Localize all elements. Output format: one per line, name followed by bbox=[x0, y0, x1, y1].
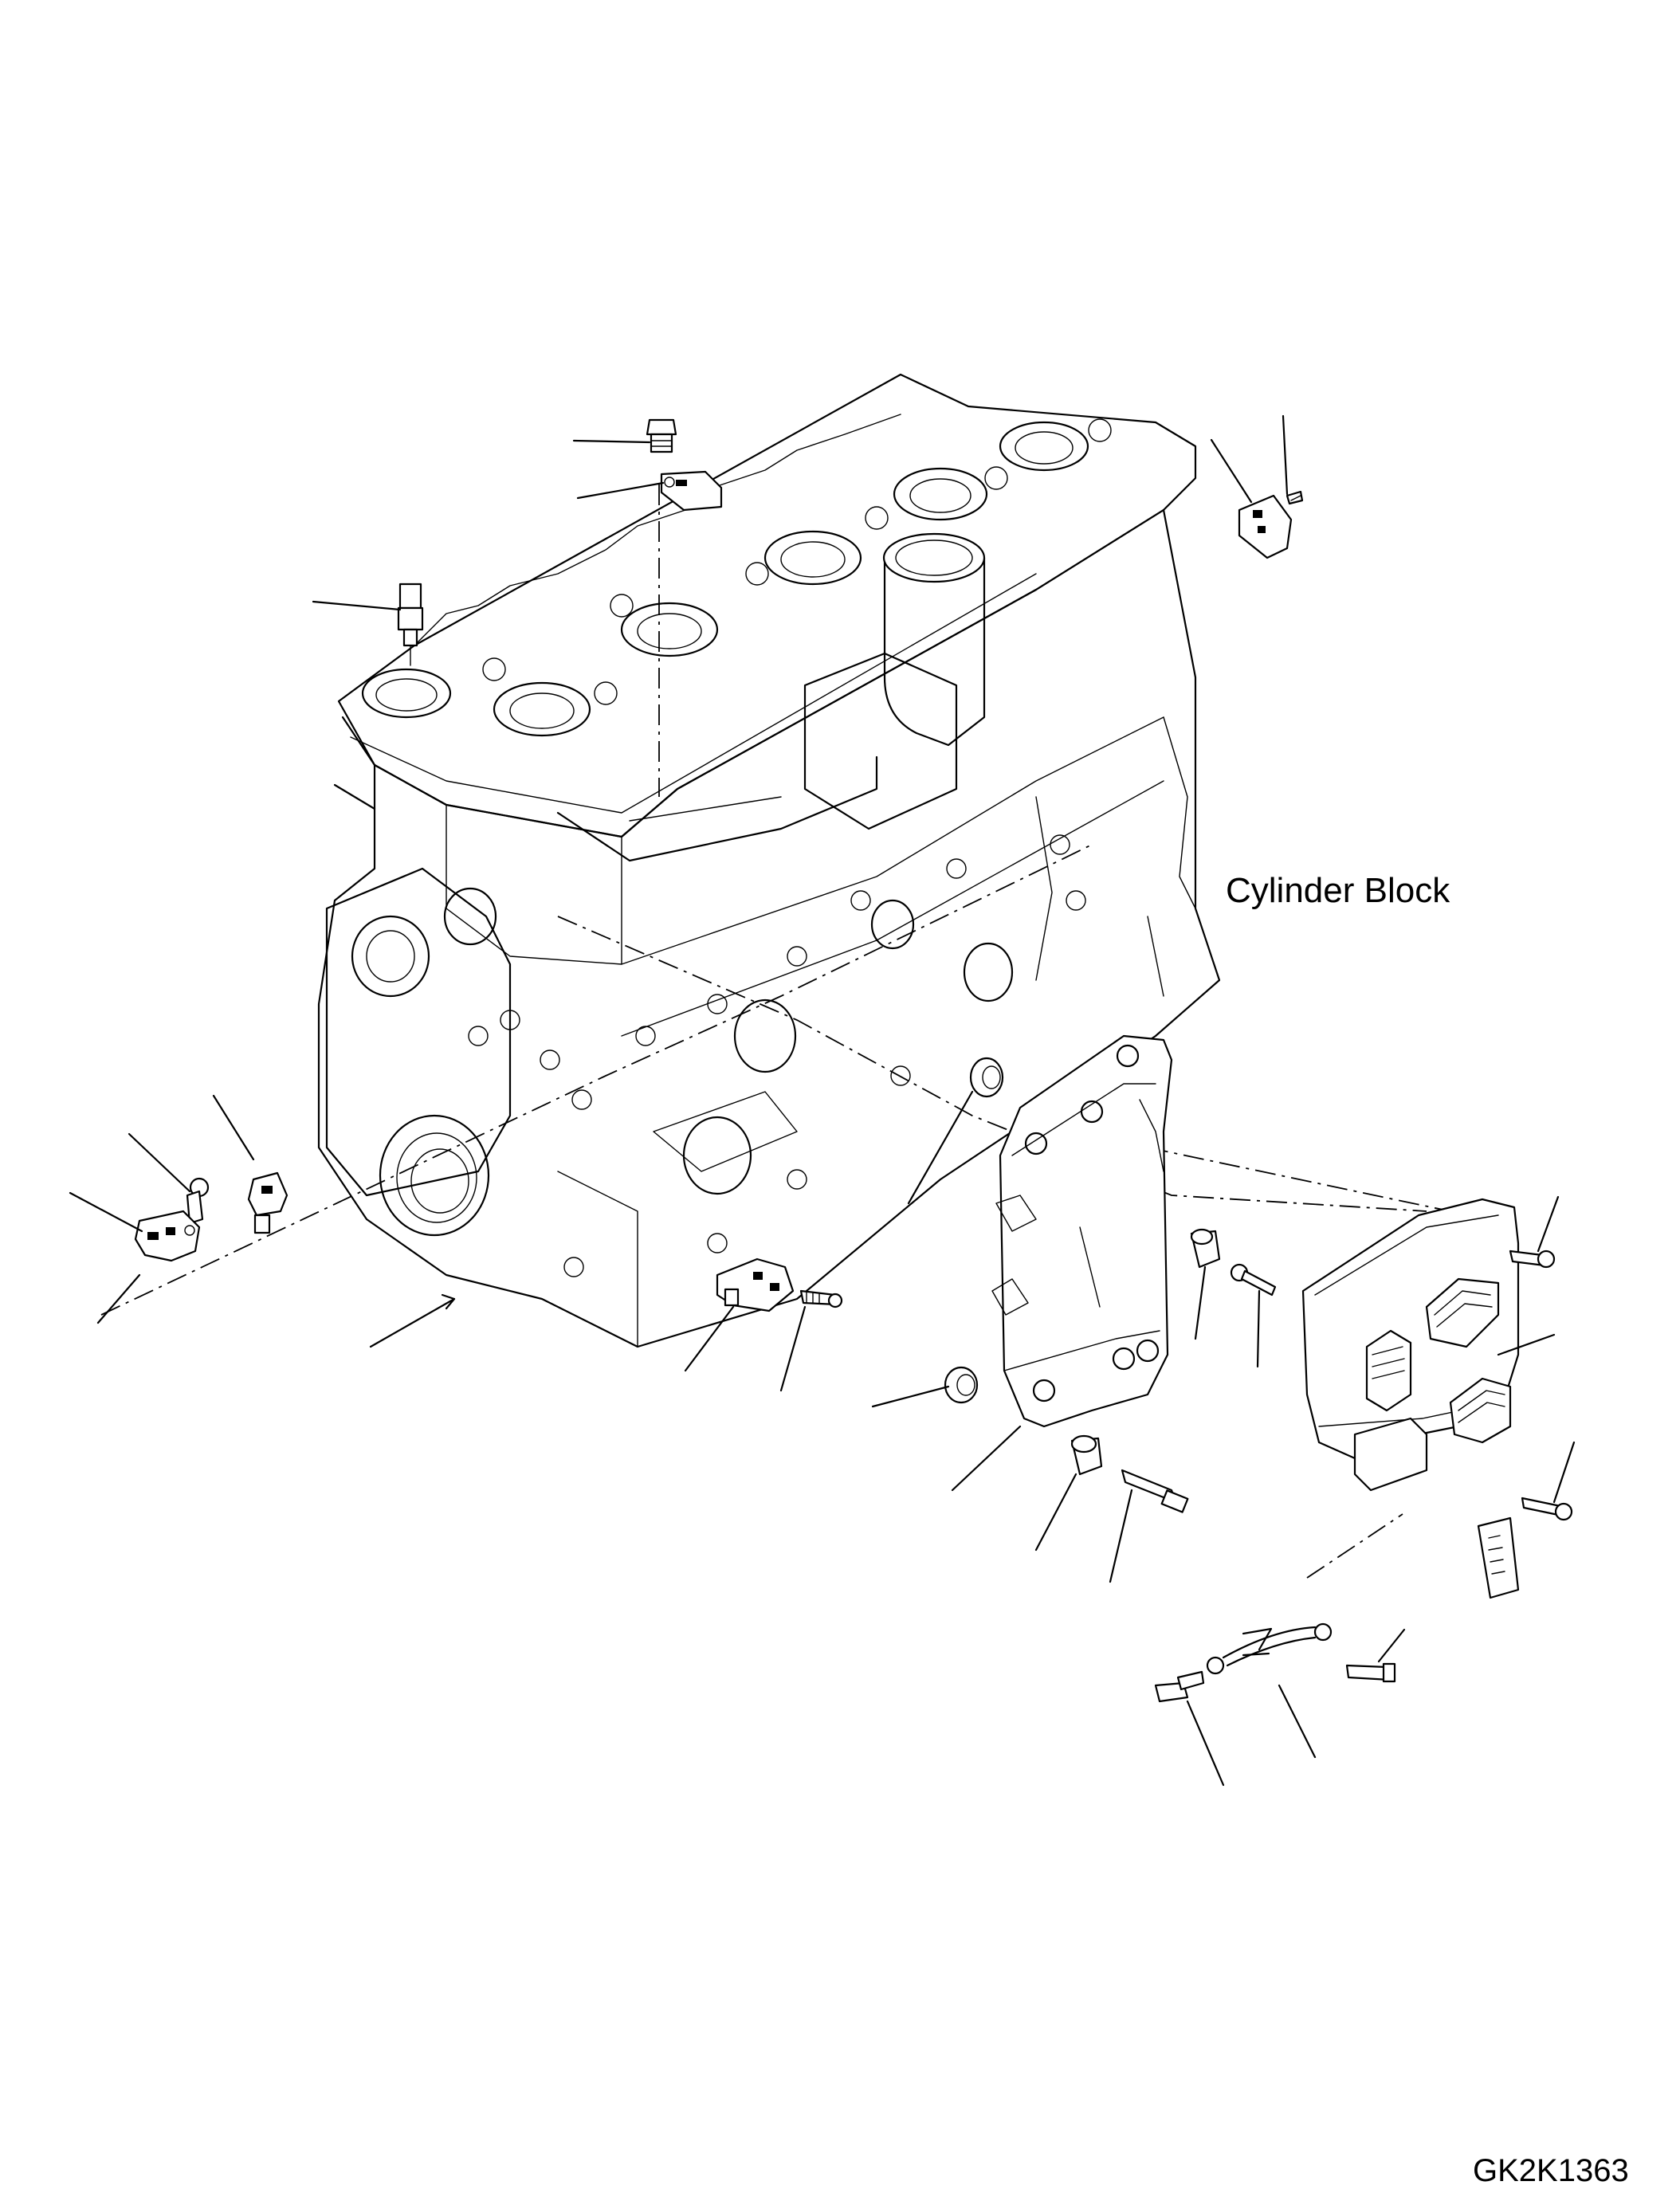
grommet-upper-left bbox=[969, 1057, 1004, 1098]
rear-head-sensor bbox=[1238, 490, 1304, 559]
ecm-connector-middle bbox=[1365, 1329, 1412, 1412]
crank-sensor-bolt bbox=[186, 1177, 210, 1225]
crankshaft-front-seal bbox=[379, 1114, 490, 1237]
strap-stud bbox=[1345, 1662, 1396, 1683]
head-bolt bbox=[646, 418, 677, 453]
cylinder-block bbox=[317, 508, 1221, 1348]
coolant-temperature-sensor bbox=[397, 583, 424, 666]
ecm-connector-top bbox=[1425, 1277, 1500, 1348]
ecm-mounting-plate bbox=[991, 1034, 1173, 1428]
ecm-bolt-top bbox=[1509, 1250, 1556, 1269]
oil-pressure-sensor bbox=[247, 1171, 289, 1234]
ground-strap bbox=[1206, 1622, 1333, 1675]
assembly-centerlines bbox=[100, 485, 1451, 1579]
ecm-connector-bottom bbox=[1449, 1377, 1512, 1444]
camshaft-sensor-bolt bbox=[799, 1289, 843, 1308]
thermostat-housing bbox=[803, 532, 986, 830]
plate-bolt-upper bbox=[1230, 1263, 1277, 1297]
drawing-code-label: GK2K1363 bbox=[1473, 2153, 1629, 2188]
crank-position-sensor bbox=[134, 1210, 201, 1262]
head-sensor-bracket bbox=[660, 470, 723, 512]
block-bosses bbox=[468, 834, 1086, 1277]
ecm-label-plate bbox=[1477, 1516, 1520, 1599]
grommet-lower-left bbox=[944, 1366, 979, 1404]
head-ports bbox=[361, 418, 1112, 737]
spacer-bottom bbox=[1070, 1434, 1103, 1476]
cylinder-head bbox=[337, 373, 1197, 862]
strap-bolt bbox=[1154, 1670, 1205, 1703]
plate-bolt-lower bbox=[1121, 1469, 1189, 1513]
camshaft-position-sensor bbox=[716, 1257, 795, 1312]
spacer-right bbox=[1190, 1228, 1221, 1269]
engine-control-module bbox=[1301, 1198, 1573, 1521]
cylinder-block-label: Cylinder Block bbox=[1226, 871, 1450, 910]
ecm-bolt-bottom bbox=[1521, 1497, 1573, 1521]
leader-lines bbox=[69, 414, 1576, 1787]
